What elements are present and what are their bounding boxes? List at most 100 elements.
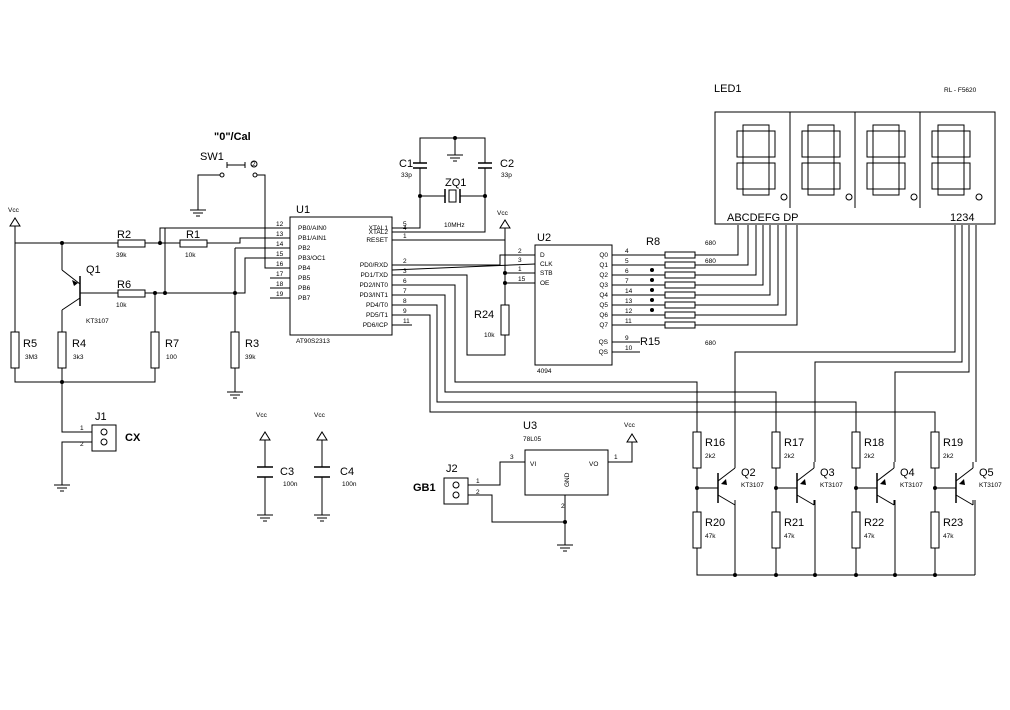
- driver-re-ref: R22: [864, 517, 884, 529]
- vcc-symbol: Vcc: [314, 412, 328, 441]
- u1-pin-name: PB1/AIN1: [298, 235, 327, 242]
- u3-pin-out: 1: [614, 454, 618, 461]
- r24-ref: R24: [474, 309, 494, 321]
- u1-pin-num: 5: [403, 221, 407, 228]
- capacitor-c2: C2 33p: [478, 158, 514, 179]
- led-digits: [736, 124, 983, 201]
- r6-ref: R6: [117, 279, 131, 291]
- resistor-r1: R1 10k: [179, 229, 208, 259]
- r1-ref: R1: [186, 229, 200, 241]
- u1-pin-num: 17: [276, 271, 284, 278]
- led-display: LED1 RL - F5620 ABCDEFG DP 1234: [714, 83, 996, 225]
- crystal-zq1: ZQ1 10MHz: [444, 177, 466, 229]
- driver-rb-value: 2k2: [943, 453, 954, 460]
- u1-pin-num: 14: [276, 241, 284, 248]
- ic-u1: U1 AT90S2313 12PB0/AIN013PB1/AIN114PB215…: [270, 204, 412, 345]
- u2-pin-num: 7: [625, 278, 629, 285]
- resistor-array-r8: R8 680 680 R15 680: [640, 236, 716, 348]
- u2-pin-num: 9: [625, 335, 629, 342]
- c4-value: 100n: [342, 481, 357, 488]
- r2-ref: R2: [117, 229, 131, 241]
- r4-value: 3k3: [73, 354, 84, 361]
- u2-pin-name: Q0: [599, 252, 608, 259]
- u1-pin-num: 2: [403, 258, 407, 265]
- u1-pin-num: 1: [403, 233, 407, 240]
- u3-pin-gnd: 2: [561, 503, 565, 510]
- driver-re-value: 47k: [864, 533, 875, 540]
- r7-value: 100: [166, 354, 177, 361]
- u1-pin-name: XTAL1: [369, 225, 389, 232]
- r4-ref: R4: [72, 338, 86, 350]
- r6-value: 10k: [116, 302, 127, 309]
- transistor-q1: Q1 KT3107: [61, 264, 109, 325]
- r5-value: 3M3: [25, 354, 38, 361]
- u1-pin-num: 19: [276, 291, 284, 298]
- j1-pin-2: 2: [80, 441, 84, 448]
- driver-rb-value: 2k2: [784, 453, 795, 460]
- u2-pin-num: 11: [625, 318, 632, 325]
- u2-pin-num: 5: [625, 258, 629, 265]
- u2-pin-num: 15: [518, 276, 526, 283]
- u2-part: 4094: [537, 368, 552, 375]
- driver-rb-ref: R16: [705, 437, 725, 449]
- led-digit: [866, 124, 918, 201]
- resistor-r6: R6 10k: [116, 279, 146, 309]
- u2-pin-num: 1: [518, 266, 522, 273]
- sw1-label: "0"/Cal: [214, 131, 251, 143]
- u1-pin-num: 4: [403, 225, 407, 232]
- driver-re-ref: R23: [943, 517, 963, 529]
- u2-pin-num: 10: [625, 345, 633, 352]
- u1-pin-name: PD6/ICP: [363, 322, 388, 329]
- u1-pin-name: PB3/OC1: [298, 255, 326, 262]
- vcc-label: Vcc: [624, 422, 636, 429]
- wires: [14, 137, 977, 576]
- vcc-symbol: Vcc: [8, 207, 21, 227]
- ic-u3: U3 78L05 VI VO 3 1 2 GND: [510, 420, 618, 510]
- u2-pin-num: 3: [518, 257, 522, 264]
- vcc-symbol: Vcc: [497, 210, 511, 229]
- capacitor-c1: C1 33p: [399, 158, 427, 179]
- driver-re-value: 47k: [943, 533, 954, 540]
- u2-pin-name: Q4: [599, 292, 608, 299]
- u3-part: 78L05: [523, 436, 541, 443]
- c3-value: 100n: [283, 481, 298, 488]
- u2-pin-num: 13: [625, 298, 633, 305]
- resistor-r24: R24 10k: [474, 304, 510, 339]
- resistor-r2: R2 39k: [116, 229, 146, 259]
- sw1-ref: SW1: [200, 151, 224, 163]
- u1-pin-name: PB2: [298, 245, 311, 252]
- u2-pin-num: 14: [625, 288, 633, 295]
- u2-pin-name: Q3: [599, 282, 608, 289]
- u1-pin-name: PB5: [298, 275, 311, 282]
- u2-pin-name: D: [540, 252, 545, 259]
- resistor-r7: R7 100: [150, 331, 179, 369]
- r15-value: 680: [705, 340, 716, 347]
- c1-value: 33p: [401, 172, 412, 179]
- resistor-r3: R3 39k: [230, 331, 259, 369]
- r7-ref: R7: [165, 338, 179, 350]
- u1-pin-name: PD3/INT1: [359, 292, 388, 299]
- driver-re-value: 47k: [784, 533, 795, 540]
- u1-pin-num: 16: [276, 261, 284, 268]
- u2-pin-num: 6: [625, 268, 629, 275]
- u1-pin-num: 15: [276, 251, 284, 258]
- led1-digits: 1234: [950, 212, 974, 224]
- u1-pin-name: PD4/T0: [366, 302, 388, 309]
- capacitor-c3: C3 100n: [257, 466, 298, 488]
- u1-left-pins: 12PB0/AIN013PB1/AIN114PB215PB3/OC116PB41…: [270, 221, 327, 302]
- r24-value: 10k: [484, 332, 495, 339]
- j1-pin-1: 1: [80, 425, 84, 432]
- u1-pin-num: 7: [403, 288, 407, 295]
- driver-q-ref: Q4: [900, 467, 915, 479]
- resistor-r4: R4 3k3: [57, 331, 86, 369]
- driver-q-value: KT3107: [820, 482, 843, 489]
- u1-pin-name: XTAL2: [369, 229, 389, 236]
- u2-pin-num: 4: [625, 248, 629, 255]
- u1-pin-num: 12: [276, 221, 284, 228]
- j2-pin-2: 2: [476, 489, 480, 496]
